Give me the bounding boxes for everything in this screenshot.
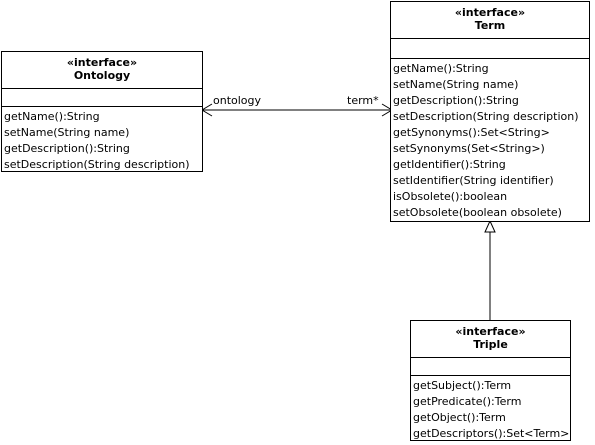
- ontology-op-setname[interactable]: setName(String name): [4, 126, 130, 139]
- term-attributes: [391, 39, 589, 59]
- term-stereotype: «interface»: [454, 6, 526, 19]
- triple-op-getsubject[interactable]: getSubject():Term: [413, 379, 512, 392]
- triple-operations: getSubject():Term getPredicate():Term ge…: [411, 376, 570, 442]
- ontology-op-getname[interactable]: getName():String: [4, 110, 100, 123]
- term-op-setobsolete[interactable]: setObsolete(boolean obsolete): [393, 206, 562, 219]
- generalization-arrowhead: [484, 219, 496, 233]
- ontology-header: «interface» Ontology: [2, 52, 202, 89]
- term-header: «interface» Term: [391, 2, 589, 39]
- ontology-name: Ontology: [73, 69, 131, 82]
- term-name: Term: [474, 19, 506, 32]
- ontology-interface[interactable]: «interface» Ontology getName():String se…: [1, 51, 203, 172]
- term-op-getname[interactable]: getName():String: [393, 62, 489, 75]
- triple-attributes: [411, 358, 570, 376]
- ontology-stereotype: «interface»: [66, 56, 138, 69]
- ontology-op-setdescription[interactable]: setDescription(String description): [4, 158, 190, 171]
- triple-name: Triple: [473, 338, 508, 351]
- term-op-getsynonyms[interactable]: getSynonyms():Set<String>: [393, 126, 550, 139]
- triple-op-getpredicate[interactable]: getPredicate():Term: [413, 395, 522, 408]
- term-op-setsynonyms[interactable]: setSynonyms(Set<String>): [393, 142, 545, 155]
- term-op-getdescription[interactable]: getDescription():String: [393, 94, 519, 107]
- triple-interface[interactable]: «interface» Triple getSubject():Term get…: [410, 320, 571, 441]
- term-op-setname[interactable]: setName(String name): [393, 78, 519, 91]
- ontology-operations: getName():String setName(String name) ge…: [2, 107, 202, 173]
- term-operations: getName():String setName(String name) ge…: [391, 59, 589, 221]
- term-op-getidentifier[interactable]: getIdentifier():String: [393, 158, 506, 171]
- ontology-op-getdescription[interactable]: getDescription():String: [4, 142, 130, 155]
- role-label-ontology: ontology: [213, 94, 262, 107]
- triple-op-getdescriptors[interactable]: getDescriptors():Set<Term>: [413, 427, 570, 440]
- triple-op-getobject[interactable]: getObject():Term: [413, 411, 506, 424]
- term-interface[interactable]: «interface» Term getName():String setNam…: [390, 1, 590, 222]
- role-label-term: term*: [347, 94, 379, 107]
- term-op-setidentifier[interactable]: setIdentifier(String identifier): [393, 174, 554, 187]
- term-op-setdescription[interactable]: setDescription(String description): [393, 110, 579, 123]
- generalization-triple-term: [484, 219, 496, 321]
- triple-header: «interface» Triple: [411, 321, 570, 358]
- ontology-attributes: [2, 89, 202, 107]
- term-op-isobsolete[interactable]: isObsolete():boolean: [393, 190, 508, 203]
- triple-stereotype: «interface»: [455, 325, 526, 338]
